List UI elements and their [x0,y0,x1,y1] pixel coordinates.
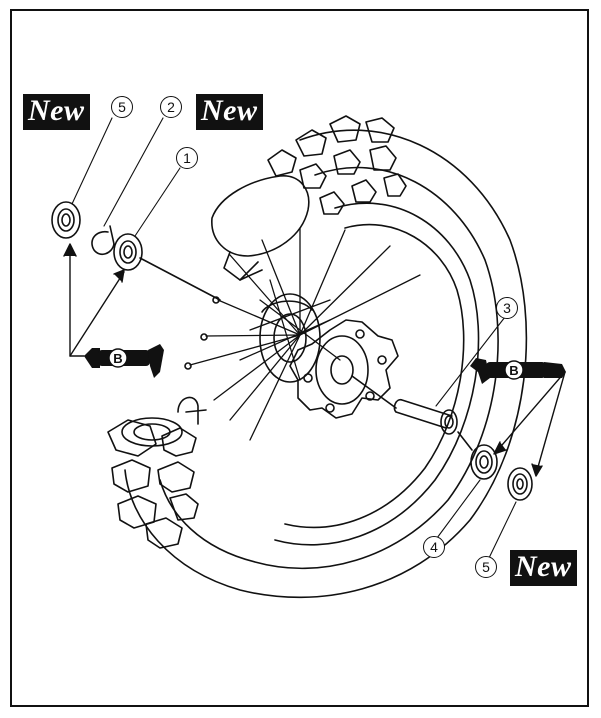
tool-label-left: B [113,351,122,366]
leader-lines [71,117,517,559]
installer-tool-left: B [84,344,164,378]
bearing-right [470,444,498,480]
new-badge-top-middle: New [196,94,263,130]
callout-4: 4 [423,536,445,558]
circlip [91,225,115,256]
oil-seal-right [507,467,533,501]
oil-seal-left [51,201,81,239]
tool-arrows-left [63,243,125,357]
new-badge-top-left: New [23,94,90,130]
bearing-left [113,233,143,271]
tool-label-right: B [509,363,518,378]
tool-arrows-right [493,371,566,477]
callout-5-bottom: 5 [475,556,497,578]
inner-tube [211,175,310,281]
tread-knobs-top [267,115,407,215]
callout-1: 1 [176,147,198,169]
spacer-collar [393,398,458,435]
callout-2: 2 [160,96,182,118]
tread-knobs-bottom [107,396,207,549]
sprocket-flange [289,319,399,419]
callout-5-top: 5 [111,96,133,118]
installer-tool-right: B [470,358,566,384]
new-badge-bottom-right: New [510,550,577,586]
spokes [189,227,421,441]
tire-outline [124,129,528,599]
callout-3: 3 [496,297,518,319]
